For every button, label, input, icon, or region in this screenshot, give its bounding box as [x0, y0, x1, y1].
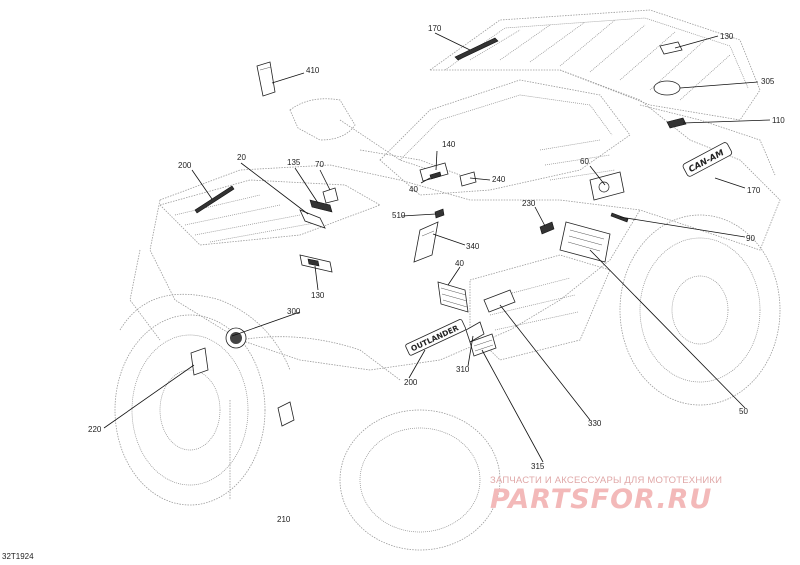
- decal-90: [610, 212, 629, 223]
- decal-60: [589, 171, 625, 201]
- leader-lines: [103, 32, 771, 463]
- callout-60: 60: [580, 157, 589, 166]
- fender-brand-text: OUTLANDER: [409, 323, 460, 353]
- callout-110: 110: [772, 116, 785, 125]
- callout-130-front: 130: [311, 291, 325, 300]
- decal-200-front: [194, 185, 235, 214]
- decal-70: [322, 187, 339, 204]
- callout-130-top: 130: [720, 32, 734, 41]
- callout-310: 310: [456, 365, 470, 374]
- decal-330: [483, 289, 516, 313]
- decal-300: [225, 327, 247, 349]
- callout-330: 330: [588, 419, 602, 428]
- callout-410: 410: [306, 66, 320, 75]
- decal-230: [539, 221, 555, 235]
- callout-200-side: 200: [404, 378, 418, 387]
- decal-200-side: OUTLANDER: [405, 319, 467, 356]
- callout-20: 20: [237, 153, 246, 162]
- callout-90: 90: [746, 234, 755, 243]
- callout-50: 50: [739, 407, 748, 416]
- decal-130-top: [659, 41, 683, 55]
- decal-140: [419, 162, 449, 182]
- callout-315: 315: [531, 462, 545, 471]
- decal-20: [299, 209, 326, 229]
- callout-230: 230: [522, 199, 536, 208]
- drawing-code: 32T1924: [2, 552, 34, 561]
- decal-220: [190, 347, 209, 376]
- watermark: ЗАПЧАСТИ И АКСЕССУАРЫ ДЛЯ МОТОТЕХНИКИ PA…: [490, 475, 790, 515]
- decal-240: [459, 171, 477, 187]
- decal-510: [434, 208, 445, 219]
- callout-40-upper: 40: [409, 185, 418, 194]
- decal-50: [559, 221, 611, 263]
- callout-140: 140: [442, 140, 456, 149]
- callout-340: 340: [466, 242, 480, 251]
- decal-305: [653, 80, 681, 96]
- callout-170-rear: 170: [747, 186, 761, 195]
- atv-outline: [114, 9, 781, 551]
- decal-170-top: [454, 37, 499, 61]
- callout-305: 305: [761, 77, 775, 86]
- decal-front-lower: [277, 401, 295, 427]
- callout-240: 240: [492, 175, 506, 184]
- decal-110: [666, 117, 687, 129]
- callout-210: 210: [277, 515, 291, 524]
- callout-40-side: 40: [455, 259, 464, 268]
- decal-310: [465, 321, 485, 343]
- decal-410: [256, 61, 276, 97]
- callout-170-top: 170: [428, 24, 442, 33]
- callout-200-front: 200: [178, 161, 192, 170]
- callout-220: 220: [88, 425, 102, 434]
- callout-510: 510: [392, 211, 406, 220]
- callout-300: 300: [287, 307, 301, 316]
- watermark-tagline: ЗАПЧАСТИ И АКСЕССУАРЫ ДЛЯ МОТОТЕХНИКИ: [490, 475, 723, 486]
- callout-135: 135: [287, 158, 301, 167]
- callout-numbers: 410 170 130 305 110 170 140 40 240 60 20…: [88, 24, 785, 524]
- decal-135: [309, 199, 333, 213]
- callout-70: 70: [315, 160, 324, 169]
- decal-340: [413, 221, 439, 263]
- watermark-logo: PARTSFOR.RU: [490, 484, 713, 515]
